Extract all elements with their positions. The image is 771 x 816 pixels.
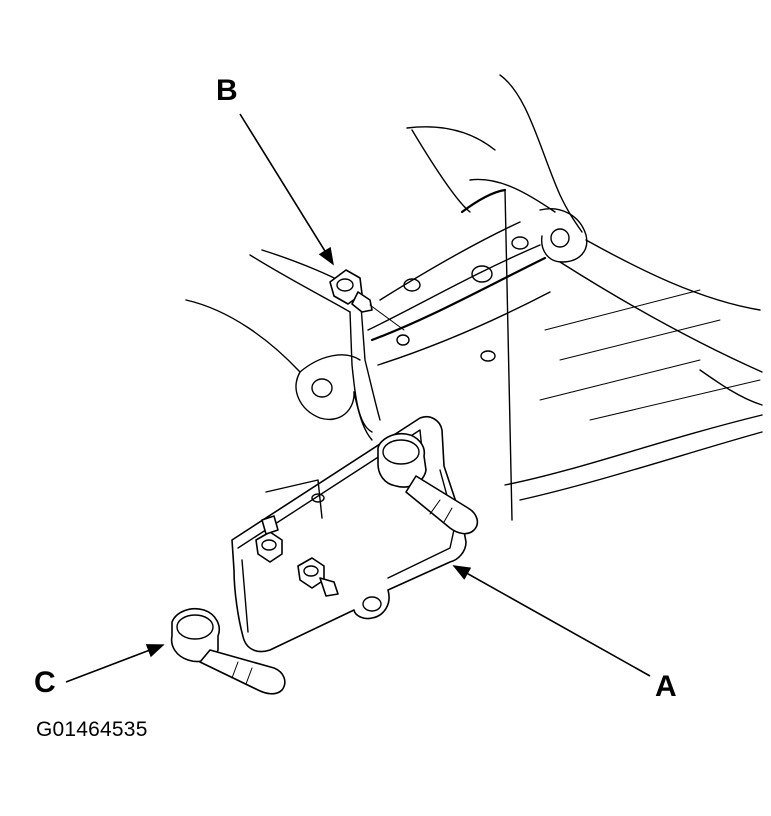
callout-label-b: B (216, 74, 238, 107)
bolt-b (329, 269, 405, 331)
engine-flange (367, 188, 551, 521)
small-bolt-center (297, 557, 339, 597)
small-bolt-left (255, 515, 283, 563)
leader-arrow-a (452, 565, 651, 677)
leader-arrow-b (239, 113, 334, 266)
leader-arrows (65, 113, 651, 683)
leader-arrow-c (65, 644, 165, 683)
callout-label-a: A (655, 670, 677, 703)
figure-identifier: G01464535 (36, 718, 148, 741)
callout-label-c: C (34, 666, 56, 699)
through-bolt-upper (377, 432, 479, 535)
engine-mount-bracket (185, 249, 381, 441)
bolt-c (170, 607, 286, 695)
transmission-housing (406, 74, 763, 501)
